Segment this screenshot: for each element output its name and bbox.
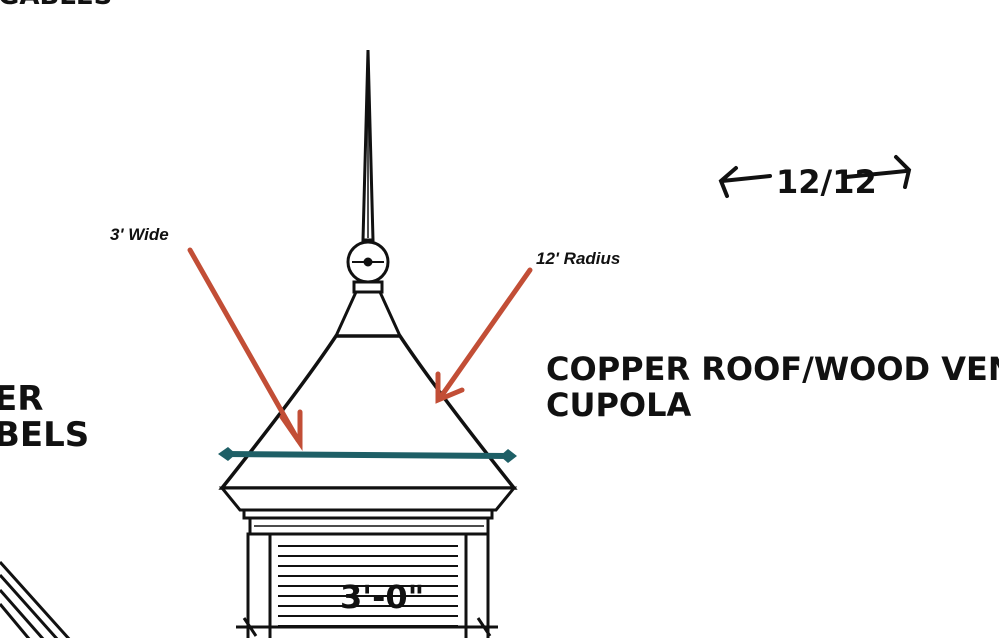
spire-finial	[333, 49, 403, 338]
width-callout-arrow	[187, 247, 303, 452]
pitch-label: 12/12	[776, 163, 877, 201]
radius-callout-arrow	[435, 267, 533, 404]
cupola-note-line2: CUPOLA	[546, 386, 692, 424]
width-dimension-bar	[218, 447, 517, 463]
top-partial-note: GABLES	[0, 0, 112, 11]
width-callout-label: 3' Wide	[110, 225, 169, 244]
pitch-indicator	[718, 155, 912, 198]
left-partial-note-line2: BELS	[0, 415, 89, 455]
cupola-note-line1: COPPER ROOF/WOOD VENTED	[546, 350, 999, 388]
cupola-louvered-body	[246, 532, 490, 638]
base-dimension-label: 3'-0"	[340, 578, 424, 616]
base-dimension-line	[236, 617, 498, 637]
left-partial-note-line1: ER	[0, 379, 43, 419]
cupola-cornice	[218, 486, 518, 536]
roof-edge-lines	[0, 560, 71, 638]
radius-callout-label: 12' Radius	[536, 249, 620, 268]
